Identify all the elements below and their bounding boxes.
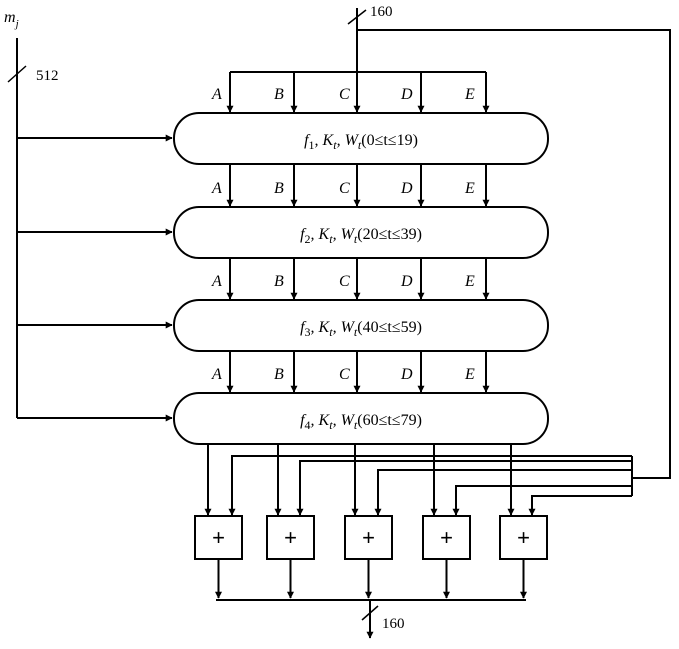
- register-label-c: C: [339, 86, 350, 103]
- adder-b-symbol: +: [284, 525, 297, 550]
- register-label-b: B: [274, 86, 284, 103]
- message-bits-label: 512: [36, 68, 59, 84]
- stage-3-label: f3, Kt, Wt(40≤t≤59): [300, 319, 422, 339]
- feedforward-arrow-b: [296, 460, 632, 516]
- adder-a-symbol: +: [212, 525, 225, 550]
- stage-2-f: f: [300, 226, 307, 243]
- stage-4-t1: t: [329, 418, 333, 432]
- register-label-d: D: [400, 180, 413, 197]
- stage-1-idx: 1: [309, 138, 315, 152]
- stage-3-open: (: [357, 319, 362, 336]
- register-label-d: D: [400, 366, 413, 383]
- register-label-a: A: [211, 180, 222, 197]
- register-label-c: C: [339, 366, 350, 383]
- stage-4-open: (: [357, 412, 362, 429]
- output-bits-label: 160: [382, 616, 405, 632]
- message-bus-width-tick: [7, 65, 27, 83]
- stage-2-range: 20≤t≤39: [363, 226, 417, 243]
- feedforward-bus-layer: [204, 444, 633, 516]
- stage-3-close: ): [417, 319, 422, 336]
- stage-1-f: f: [304, 132, 311, 149]
- stage-1-open: (: [361, 132, 366, 149]
- stage-1-t2: t: [358, 138, 362, 152]
- stage-2-idx: 2: [305, 232, 311, 246]
- stage-2-sep: , W: [333, 226, 356, 243]
- register-arrows-layer: A B C D E A B C D E A B C D E A B C D E: [211, 72, 490, 393]
- adder-c-symbol: +: [362, 525, 375, 550]
- stage-4-range: 60≤t≤79: [363, 412, 417, 429]
- adder-e-box: [499, 515, 548, 560]
- stage-4-close: ): [417, 412, 422, 429]
- stage-2-box: [173, 206, 549, 259]
- stage-2-t2: t: [354, 232, 358, 246]
- register-label-e: E: [464, 86, 475, 103]
- stage-2-open: (: [357, 226, 362, 243]
- adder-e-symbol: +: [517, 525, 530, 550]
- stage-2-label: f2, Kt, Wt(20≤t≤39): [300, 226, 422, 246]
- stage-1-t1: t: [333, 138, 337, 152]
- register-label-d: D: [400, 86, 413, 103]
- register-label-a: A: [211, 366, 222, 383]
- stage-3-idx: 3: [305, 325, 311, 339]
- register-label-b: B: [274, 273, 284, 290]
- stage-layer: f1, Kt, Wt(0≤t≤19)f2, Kt, Wt(20≤t≤39)f3,…: [173, 112, 549, 445]
- chain-input-width-tick: [347, 9, 367, 25]
- stage-2-mid: , K: [311, 226, 331, 243]
- stage-4-box: [173, 392, 549, 445]
- feedforward-arrow-e: [528, 495, 632, 516]
- stage-3-f: f: [300, 319, 307, 336]
- stage-3-box: [173, 299, 549, 352]
- stage-4-sep: , W: [333, 412, 356, 429]
- feedforward-arrow-d: [452, 485, 632, 516]
- register-label-c: C: [339, 180, 350, 197]
- adder-layer: + + + + +: [194, 515, 548, 599]
- register-label-b: B: [274, 180, 284, 197]
- stage-1-label: f1, Kt, Wt(0≤t≤19): [304, 132, 418, 152]
- stage-3-range: 40≤t≤59: [363, 319, 417, 336]
- stage-4-f: f: [300, 412, 307, 429]
- stage-4-idx: 4: [305, 418, 311, 432]
- stage-1-close: ): [413, 132, 418, 149]
- chain-input-bits-label: 160: [370, 4, 393, 20]
- register-label-e: E: [464, 180, 475, 197]
- feedforward-arrow-a: [228, 455, 632, 516]
- stage-1-box: [173, 112, 549, 165]
- register-label-d: D: [400, 273, 413, 290]
- stage-1-range: 0≤t≤19: [367, 132, 413, 149]
- stage-3-mid: , K: [311, 319, 331, 336]
- stage-1-sep: , W: [337, 132, 360, 149]
- register-label-e: E: [464, 273, 475, 290]
- register-label-e: E: [464, 366, 475, 383]
- adder-d-box: [422, 515, 471, 560]
- stage-4-t2: t: [354, 418, 358, 432]
- register-label-a: A: [211, 273, 222, 290]
- stage-2-close: ): [417, 226, 422, 243]
- stage-3-sep: , W: [333, 319, 356, 336]
- stage-4-label: f4, Kt, Wt(60≤t≤79): [300, 412, 422, 432]
- feedforward-line: [357, 29, 671, 479]
- stage-3-t2: t: [354, 325, 358, 339]
- adder-a-box: [194, 515, 243, 560]
- message-block-label: mj: [4, 9, 19, 30]
- stage-4-mid: , K: [311, 412, 331, 429]
- register-label-a: A: [211, 86, 222, 103]
- output-width-tick: [361, 605, 379, 621]
- stage-1-mid: , K: [315, 132, 335, 149]
- adder-b-box: [266, 515, 315, 560]
- stage-2-t1: t: [329, 232, 333, 246]
- feedforward-arrow-c: [374, 469, 632, 516]
- adder-d-symbol: +: [440, 525, 453, 550]
- register-label-c: C: [339, 273, 350, 290]
- register-label-b: B: [274, 366, 284, 383]
- stage-3-t1: t: [329, 325, 333, 339]
- adder-c-box: [344, 515, 393, 560]
